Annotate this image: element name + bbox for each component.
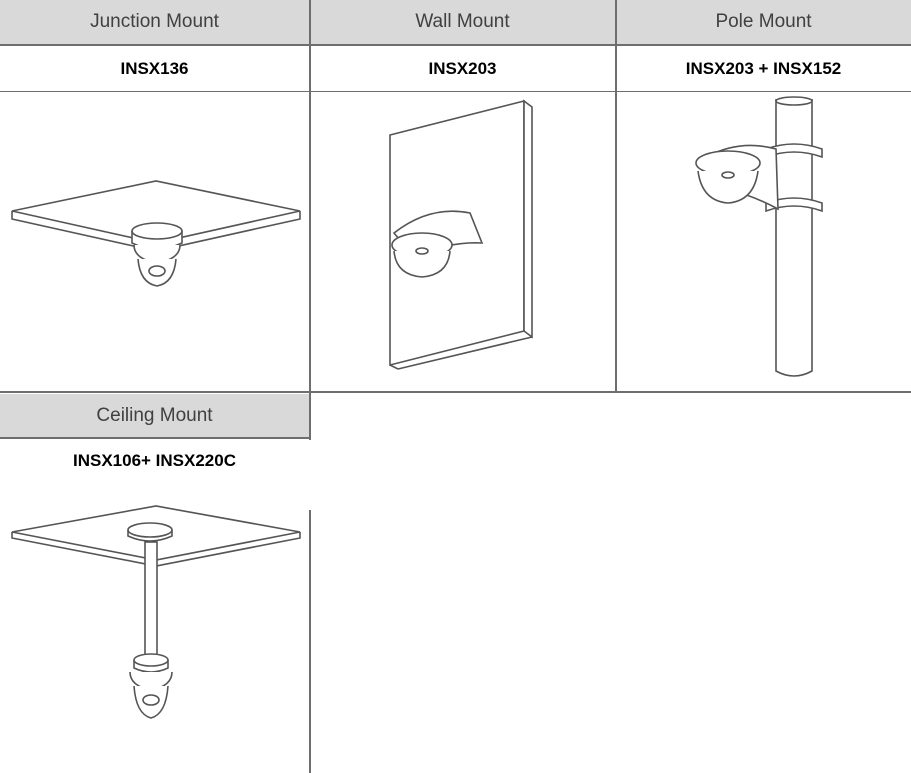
pole-mount-illustration [616,93,911,391]
grid-line [0,437,310,439]
ceiling-mount-illustration [0,484,309,773]
model-pole-mount: INSX203 + INSX152 [616,47,911,91]
grid-line [309,0,311,440]
model-wall-mount: INSX203 [310,47,615,91]
header-wall-mount: Wall Mount [310,0,615,44]
grid-line [309,510,311,773]
model-ceiling-mount: INSX106+ INSX220C [0,439,309,483]
grid-line [0,391,911,393]
header-pole-mount: Pole Mount [616,0,911,44]
wall-mount-illustration [310,93,615,391]
grid-line [0,91,911,92]
header-ceiling-mount: Ceiling Mount [0,394,309,438]
grid-line [0,44,911,46]
model-junction-mount: INSX136 [0,47,309,91]
junction-mount-illustration [0,93,309,391]
header-junction-mount: Junction Mount [0,0,309,44]
grid-line [615,0,617,392]
